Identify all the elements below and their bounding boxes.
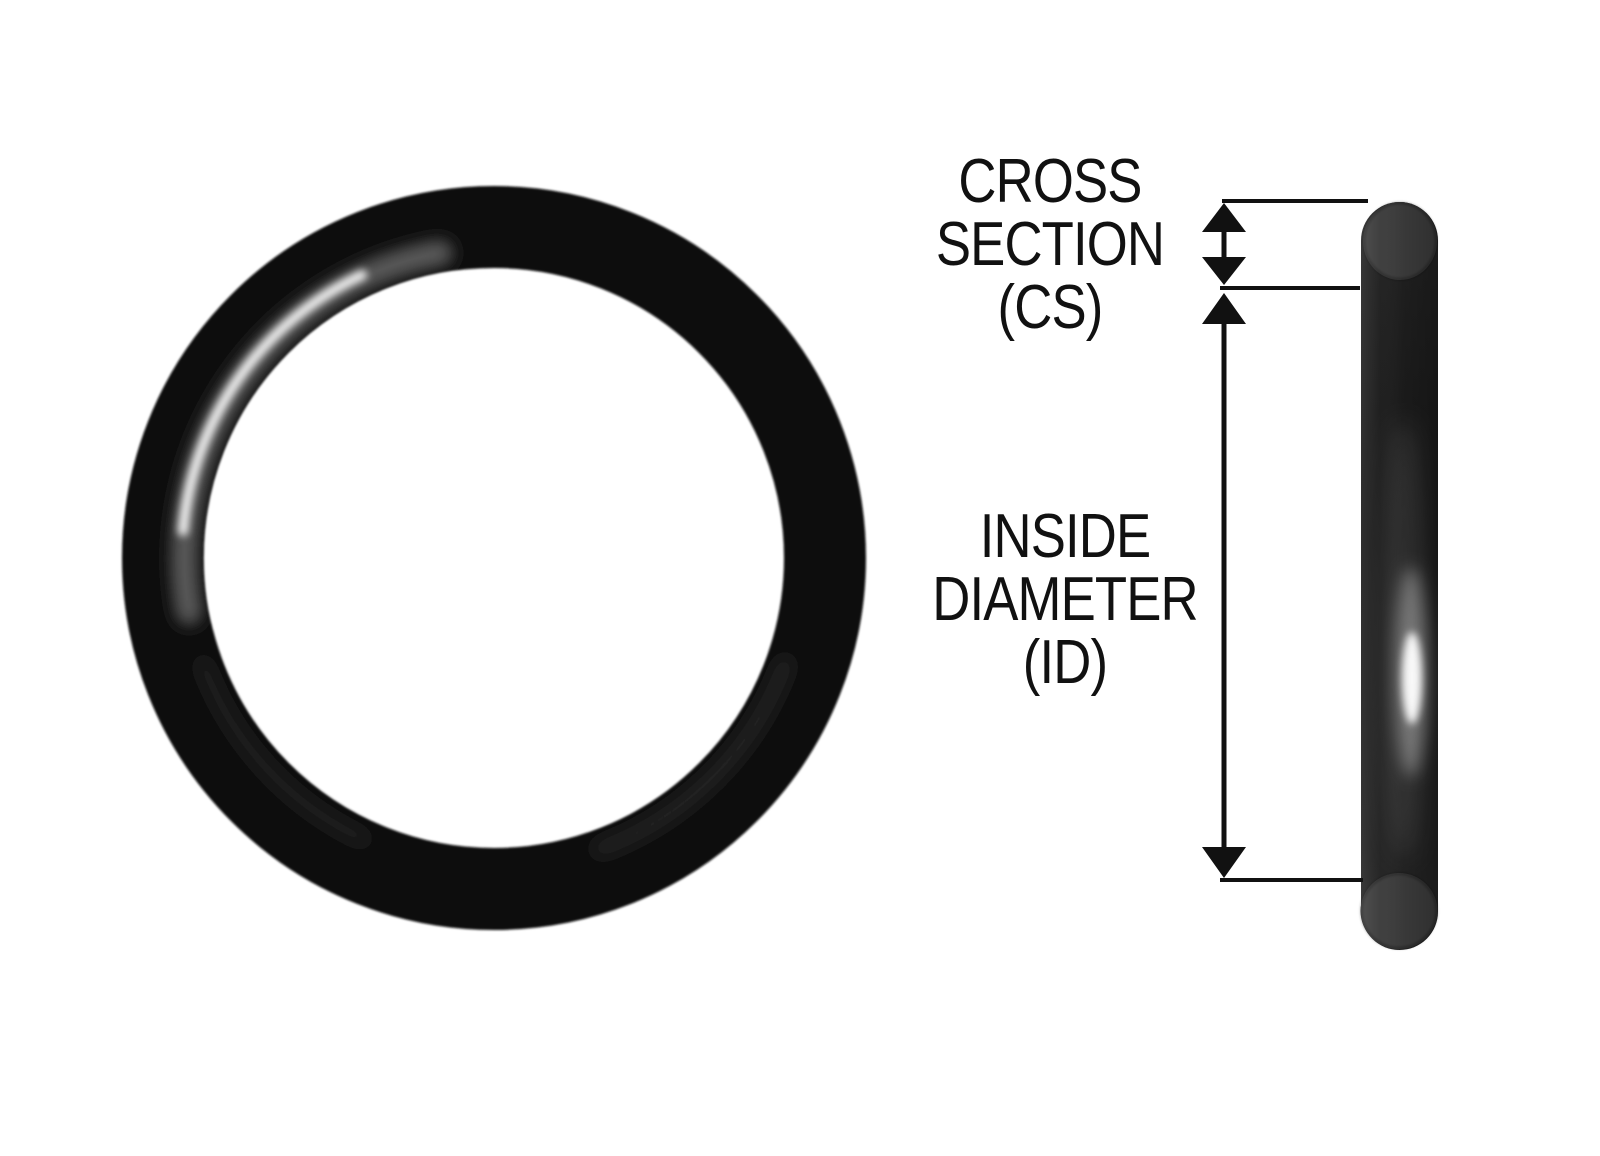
oring-front-highlight-bright [178, 270, 367, 536]
oring-front-body [122, 186, 866, 930]
inside-diameter-label-line3: (ID) [1022, 628, 1108, 697]
cross-section-label-line2: SECTION [935, 210, 1165, 279]
cs-arrowhead-down-icon [1202, 257, 1246, 285]
dimension-annotations [1202, 199, 1368, 882]
id-arrowhead-up-icon [1202, 293, 1246, 324]
inside-diameter-label-line1: INSIDE [979, 502, 1151, 571]
oring-front-view [122, 186, 866, 930]
id-arrowhead-down-icon [1202, 847, 1246, 878]
inside-diameter-label-line2: DIAMETER [932, 565, 1198, 634]
cs-arrowhead-up-icon [1202, 203, 1246, 232]
cross-section-label: CROSS SECTION (CS) [880, 150, 1220, 339]
oring-front-sheen-lower-right [593, 657, 792, 856]
cross-section-label-line3: (CS) [997, 273, 1104, 342]
oring-front-sheen-lower-left [197, 658, 369, 845]
cross-section-label-line1: CROSS [958, 147, 1142, 216]
inside-diameter-label: INSIDE DIAMETER (ID) [895, 505, 1235, 694]
oring-side-view [1360, 201, 1438, 950]
oring-side-highlight-bright [1402, 632, 1422, 724]
